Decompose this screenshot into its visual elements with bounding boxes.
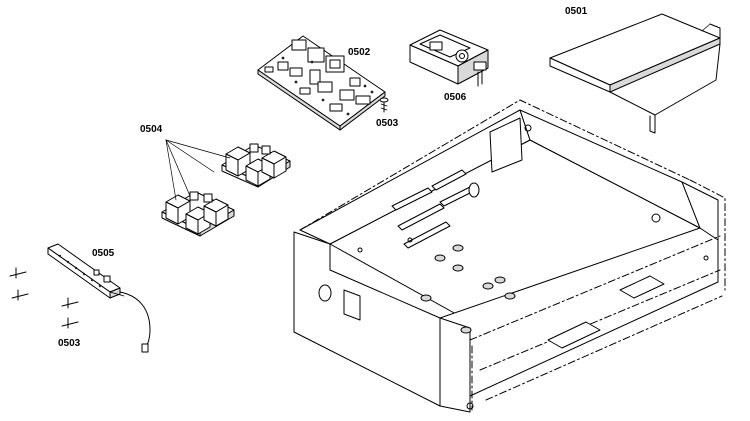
- label-0503-top: 0503: [376, 118, 399, 129]
- screws-0503-bottom: [9, 267, 79, 329]
- relay-module-0504-upper: [221, 143, 291, 188]
- label-0504: 0504: [140, 124, 163, 135]
- label-0503-bottom: 0503: [58, 338, 81, 349]
- display-board-0505: [47, 243, 151, 353]
- chassis-frame: [293, 99, 726, 413]
- label-0505: 0505: [92, 248, 115, 259]
- label-0501: 0501: [565, 6, 588, 17]
- cover-panel-0501: [549, 13, 721, 134]
- leader-lines-0504: [165, 139, 231, 201]
- label-0502: 0502: [348, 47, 371, 58]
- relay-module-0504-lower: [161, 191, 235, 237]
- screw-0503-top: [379, 97, 389, 113]
- label-0506: 0506: [444, 92, 467, 103]
- control-board-0502: [257, 35, 386, 131]
- junction-box-0506: [409, 29, 489, 87]
